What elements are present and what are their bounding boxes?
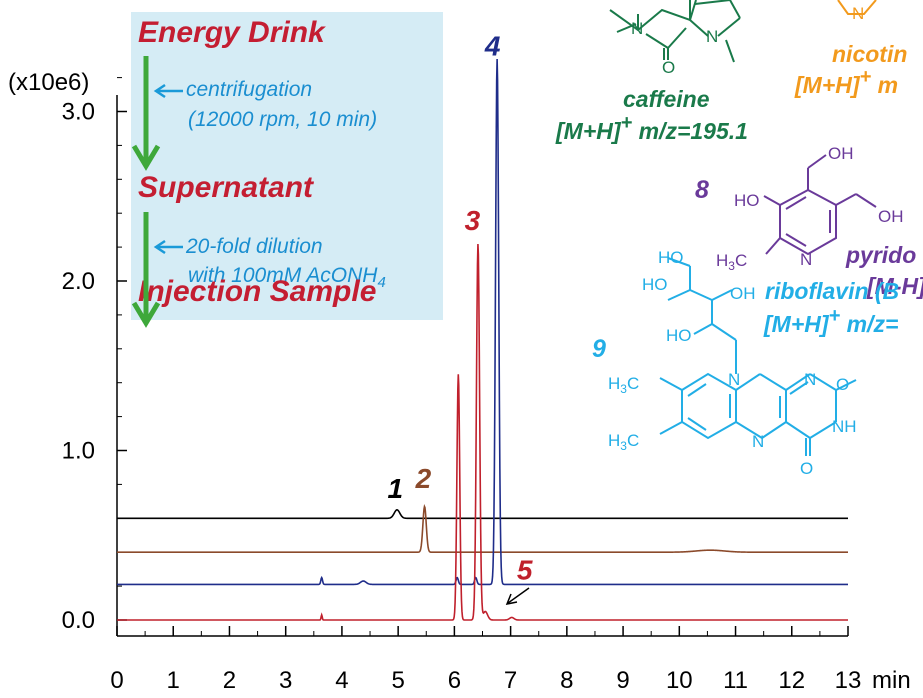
x-tick-label: 7 (504, 667, 517, 694)
x-tick-label: 10 (666, 667, 693, 694)
pyrido-atom-n: N (800, 250, 812, 269)
y-tick-label: 2.0 (62, 268, 95, 295)
ribo-structure (659, 257, 857, 456)
nicotin-atom-n: N (852, 4, 864, 23)
flow-arrow-2-head (131, 301, 161, 328)
ribo-atom-n10: N (728, 370, 740, 389)
pyrido-atom-ho: HO (734, 191, 760, 210)
pyrido-ion: [M-H] (866, 273, 923, 299)
flow-note-buffer-subscript: 4 (377, 274, 386, 292)
x-tick-label: 2 (223, 667, 236, 694)
flow-note-rpm: (12000 rpm, 10 min) (188, 108, 378, 131)
caffeine-atom-n2: N (706, 27, 718, 46)
flow-step-injection-sample: Injection Sample (138, 275, 377, 308)
nicotin-ion-label: [M+H]+ m (794, 66, 898, 98)
ribo-label: riboflavin (B (765, 278, 899, 304)
ribo-atom-oh: OH (730, 284, 756, 303)
flow-note-buffer: with 100mM AcONH4 (188, 263, 386, 296)
nicotin-mz: m (871, 72, 898, 98)
flow-arrows (131, 56, 183, 328)
pyrido-atom-oh2: OH (878, 207, 904, 226)
ribo-atom-o2: O (836, 375, 849, 394)
ribo-mz: m/z= (840, 311, 898, 337)
y-tick-label: 1.0 (62, 438, 95, 465)
x-tick-label: 6 (448, 667, 461, 694)
trace-1 (117, 509, 848, 520)
peak-label-2: 2 (415, 463, 432, 494)
peak-label-4: 4 (484, 31, 501, 62)
ribo-atom-ho3: HO (666, 326, 692, 345)
x-axis-label: min (872, 667, 911, 694)
ribo-atom-o4: O (800, 459, 813, 478)
caffeine-mz: m/z=195.1 (632, 118, 748, 144)
sample-prep-panel (131, 12, 443, 320)
x-tick-label: 4 (335, 667, 348, 694)
nicotin-ion: [M+H] (794, 72, 861, 98)
nicotin-structure (837, 0, 877, 15)
y-axis-label: (x10e6) (8, 69, 89, 96)
ribo-atom-n5: N (752, 432, 764, 451)
caffeine-ion-label: [M+H]+ m/z=195.1 (555, 112, 748, 144)
flow-step-energy-drink: Energy Drink (138, 16, 325, 49)
pyrido-ion-label: [M-H] (866, 273, 923, 299)
pyrido-atom-oh1: OH (828, 144, 854, 163)
pyrido-structure (763, 154, 877, 256)
peak5-arrow (505, 587, 530, 606)
x-tick-label: 11 (723, 667, 748, 694)
caffeine-atom-n1: N (631, 19, 643, 38)
caffeine-plus: + (621, 112, 633, 134)
trace-3 (117, 58, 848, 586)
flow-arrow-1-head (131, 144, 161, 171)
ribo-number: 9 (592, 335, 606, 363)
note-arrow-2-head (153, 239, 166, 255)
ribo-atom-h3c1: H3C (608, 374, 639, 396)
x-tick-label: 12 (778, 667, 805, 694)
peak-label-3: 3 (465, 205, 481, 236)
ribo-ion-label: [M+H]+ m/z= (763, 305, 898, 337)
x-tick-label: 9 (616, 667, 629, 694)
ribo-atom-ho2: HO (642, 275, 668, 294)
caffeine-structure (609, 0, 741, 63)
nicotin-label: nicotin (832, 41, 907, 67)
pyrido-number: 8 (695, 176, 709, 204)
trace-2 (117, 504, 848, 553)
flow-note-dilution: 20-fold dilution (186, 235, 323, 258)
x-tick-label: 0 (110, 667, 123, 694)
note-arrow-1-head (153, 83, 166, 99)
y-tick-label: 3.0 (62, 99, 95, 126)
flow-step-supernatant: Supernatant (138, 171, 314, 204)
ribo-plus: + (829, 305, 841, 327)
x-tick-label: 8 (560, 667, 573, 694)
ribo-ion: [M+H] (763, 311, 830, 337)
peak-label-1: 1 (388, 473, 404, 504)
caffeine-ion: [M+H] (555, 118, 622, 144)
x-tick-label: 3 (279, 667, 292, 694)
nicotin-plus: + (860, 66, 872, 88)
traces (117, 58, 848, 621)
caffeine-label: caffeine (623, 86, 710, 112)
pyrido-label: pyrido (845, 242, 916, 268)
ribo-atom-ho1: HO (658, 248, 684, 267)
flow-note-centrifugation: centrifugation (186, 78, 313, 101)
x-tick-label: 13 (835, 667, 862, 694)
y-tick-label: 0.0 (62, 607, 95, 634)
x-tick-label: 5 (391, 667, 404, 694)
peak-label-5: 5 (517, 554, 533, 585)
ribo-atom-nh: NH (832, 417, 857, 436)
pyrido-atom-h3c: H3C (716, 251, 747, 273)
ribo-atom-n1: N (804, 370, 816, 389)
caffeine-atom-o: O (662, 58, 675, 77)
flow-note-buffer-text: with 100mM AcONH (188, 264, 378, 287)
x-tick-label: 1 (167, 667, 180, 694)
ribo-atom-h3c2: H3C (608, 431, 639, 453)
trace-4 (117, 244, 848, 621)
